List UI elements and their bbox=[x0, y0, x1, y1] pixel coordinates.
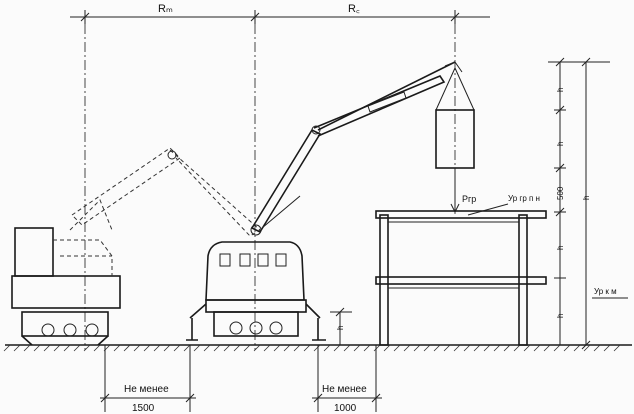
side-clearance: h bbox=[330, 307, 352, 345]
dim-h4: h bbox=[556, 314, 565, 318]
ground-hatch bbox=[333, 344, 341, 352]
ground-hatch bbox=[303, 344, 311, 352]
ground-hatch bbox=[613, 344, 621, 352]
ground-hatch bbox=[493, 344, 501, 352]
dim-hc: h bbox=[336, 326, 345, 330]
ground-hatch bbox=[443, 344, 451, 352]
ground-hatch bbox=[173, 344, 181, 352]
ground-hatch bbox=[313, 344, 321, 352]
ground-hatch bbox=[43, 344, 51, 352]
min-distance-left: Не менее 1500 bbox=[100, 345, 196, 414]
ground-hatch bbox=[93, 344, 101, 352]
ground-hatch bbox=[453, 344, 461, 352]
ground-hatch bbox=[233, 344, 241, 352]
ground-hatch bbox=[123, 344, 131, 352]
radius-left-label: Rₘ bbox=[158, 3, 173, 15]
ground-hatch bbox=[503, 344, 511, 352]
ground-hatch bbox=[413, 344, 421, 352]
ground-hatch bbox=[583, 344, 591, 352]
dim-h1: h bbox=[556, 88, 565, 92]
ground-hatch bbox=[343, 344, 351, 352]
ground-hatch bbox=[483, 344, 491, 352]
level-ground-label: Ур к м bbox=[594, 287, 617, 296]
min-left-text: Не менее bbox=[124, 384, 169, 395]
ground-hatch bbox=[133, 344, 141, 352]
min-left-value: 1500 bbox=[132, 403, 155, 414]
ground-hatch bbox=[3, 344, 11, 352]
ground-hatch bbox=[533, 344, 541, 352]
min-distance-right: Не менее 1000 bbox=[312, 345, 382, 414]
ground-hatch bbox=[23, 344, 31, 352]
load-weight-label: Ргр bbox=[462, 194, 476, 204]
ground-hatch bbox=[543, 344, 551, 352]
ground-hatch bbox=[243, 344, 251, 352]
ground-hatch bbox=[383, 344, 391, 352]
ground-hatch bbox=[13, 344, 21, 352]
ground-hatch bbox=[63, 344, 71, 352]
ground-hatch bbox=[283, 344, 291, 352]
ground-hatch bbox=[513, 344, 521, 352]
ground-hatch bbox=[203, 344, 211, 352]
ground-hatch bbox=[263, 344, 271, 352]
ground-hatch bbox=[603, 344, 611, 352]
ground-hatch bbox=[363, 344, 371, 352]
ground-hatch bbox=[463, 344, 471, 352]
left-crane bbox=[11, 147, 261, 346]
ground-hatch bbox=[143, 344, 151, 352]
ground-hatch bbox=[523, 344, 531, 352]
dim-500: 500 bbox=[556, 186, 565, 200]
load: Ргр bbox=[435, 67, 476, 214]
ground-hatch bbox=[273, 344, 281, 352]
ground-hatch bbox=[593, 344, 601, 352]
ground-hatch bbox=[373, 344, 381, 352]
right-crane bbox=[186, 241, 326, 341]
ground-hatch bbox=[253, 344, 261, 352]
min-right-text: Не менее bbox=[322, 384, 367, 395]
ground-hatch bbox=[563, 344, 571, 352]
ground-hatch bbox=[433, 344, 441, 352]
ground-hatch bbox=[213, 344, 221, 352]
ground-hatch bbox=[83, 344, 91, 352]
height-dimensions: h h 500 h h h Ур к м bbox=[548, 57, 628, 350]
ground-hatch bbox=[473, 344, 481, 352]
ground-hatch bbox=[353, 344, 361, 352]
ground-hatch bbox=[393, 344, 401, 352]
ground-hatch bbox=[183, 344, 191, 352]
radius-dimension: Rₘ R꜀ bbox=[70, 3, 490, 24]
dim-h3: h bbox=[556, 246, 565, 250]
level-load-label: Ур гр п н bbox=[508, 194, 540, 203]
dim-h2: h bbox=[556, 142, 565, 146]
ground-hatch bbox=[323, 344, 331, 352]
crane-boom bbox=[250, 61, 463, 236]
building: Ур гр п н bbox=[375, 194, 547, 346]
ground-hatch bbox=[153, 344, 161, 352]
ground-hatch bbox=[403, 344, 411, 352]
ground-hatch bbox=[73, 344, 81, 352]
ground-hatch bbox=[223, 344, 231, 352]
min-right-value: 1000 bbox=[334, 403, 357, 414]
ground-hatch bbox=[193, 344, 201, 352]
ground-hatch bbox=[553, 344, 561, 352]
ground-hatch bbox=[423, 344, 431, 352]
ground-hatch bbox=[53, 344, 61, 352]
radius-right-label: R꜀ bbox=[348, 3, 360, 15]
ground-hatch bbox=[293, 344, 301, 352]
dim-h5: h bbox=[582, 196, 591, 200]
ground-hatch bbox=[573, 344, 581, 352]
ground-hatch bbox=[163, 344, 171, 352]
ground-hatch bbox=[33, 344, 41, 352]
ground-hatch bbox=[113, 344, 121, 352]
